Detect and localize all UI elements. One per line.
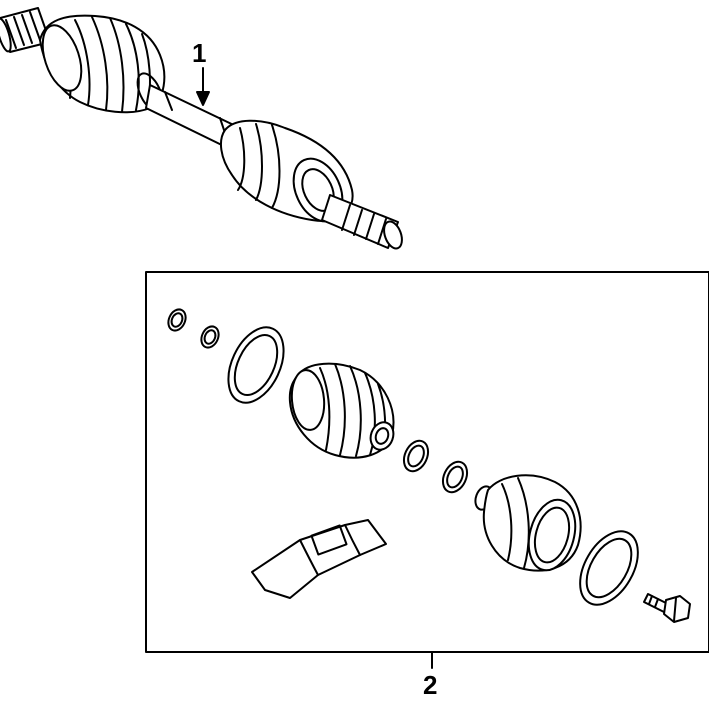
boot-band-medium[interactable]: [399, 437, 432, 475]
callout-number-1: 1: [192, 38, 207, 68]
callout-number-2: 2: [423, 670, 438, 700]
outer-spline-stub: [322, 195, 405, 251]
axle-shaft-assembly[interactable]: [0, 8, 405, 251]
cv-joint-kit-frame: [146, 272, 709, 652]
callout-1-leader: [197, 68, 209, 105]
outer-cv-boot: [221, 121, 353, 229]
boot-clamp-large[interactable]: [217, 319, 294, 412]
boot-band-medium-2[interactable]: [438, 458, 471, 496]
grease-packet[interactable]: [252, 520, 386, 598]
snap-ring-small[interactable]: [165, 307, 189, 334]
snap-ring-small-2[interactable]: [198, 324, 222, 351]
kit-outer-boot[interactable]: [472, 475, 582, 575]
inner-cv-boot: [35, 16, 167, 115]
axle-nut-bolt[interactable]: [644, 594, 690, 622]
kit-inner-boot[interactable]: [289, 364, 397, 458]
boot-clamp-outer[interactable]: [568, 521, 650, 614]
